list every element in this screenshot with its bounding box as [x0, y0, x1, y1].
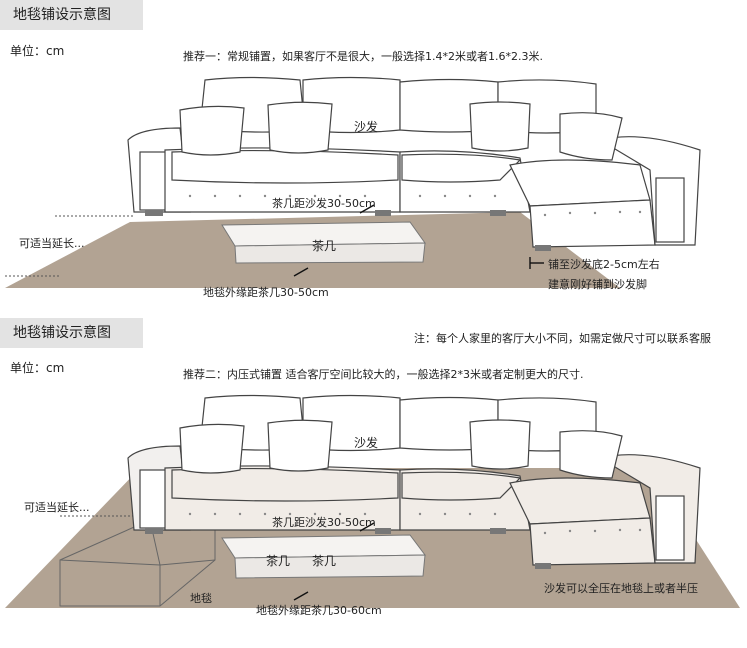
extend-label: 可适当延长...: [19, 237, 85, 250]
unit-label: 单位：cm: [10, 361, 65, 375]
gap-to-sofa-label: 茶几距沙发30-50cm: [272, 516, 376, 529]
coffee-table: [221, 221, 426, 264]
panel-inset-layout: 地毯铺设示意图 注：每个人家里的客厅大小不同，如需定做尺寸可以联系客服 单位：c…: [0, 318, 747, 636]
rug-edge-distance-label: 地毯外缘距茶几30-50cm: [203, 286, 329, 299]
sofa-illustration-inset: [5, 394, 740, 608]
rug-label: 地毯: [190, 592, 212, 605]
recommendation-text: 推荐一：常规铺置，如果客厅不是很大，一般选择1.4*2米或者1.6*2.3米.: [183, 50, 543, 63]
sofa-illustration-regular: [5, 76, 701, 288]
custom-size-note: 注：每个人家里的客厅大小不同，如需定做尺寸可以联系客服: [414, 332, 711, 345]
recommendation-text: 推荐二：内压式铺置 适合客厅空间比较大的，一般选择2*3米或者定制更大的尺寸.: [183, 368, 584, 381]
panel-title-tab: 地毯铺设示意图: [0, 318, 143, 348]
sofa-label: 沙发: [354, 436, 379, 450]
extend-label: 可适当延长...: [24, 501, 90, 514]
coffee-table-label-2: 茶几: [312, 554, 337, 568]
gap-to-sofa-label: 茶几距沙发30-50cm: [272, 197, 376, 210]
rug-edge-distance-label: 地毯外缘距茶几30-60cm: [256, 604, 382, 617]
press-on-rug-label: 沙发可以全压在地毯上或者半压: [544, 582, 698, 595]
unit-label: 单位：cm: [10, 44, 65, 58]
under-sofa-label: 铺至沙发底2-5cm左右: [548, 258, 660, 271]
panel-title-tab: 地毯铺设示意图: [0, 0, 143, 30]
coffee-table: [221, 534, 426, 579]
coffee-table-label: 茶几: [312, 239, 337, 253]
sofa-label: 沙发: [354, 120, 379, 134]
coffee-table-label: 茶几: [266, 554, 291, 568]
advice-label: 建意刚好铺到沙发脚: [548, 278, 647, 291]
panel-regular-layout: 地毯铺设示意图 单位：cm 推荐一：常规铺置，如果客厅不是很大，一般选择1.4*…: [0, 0, 747, 318]
